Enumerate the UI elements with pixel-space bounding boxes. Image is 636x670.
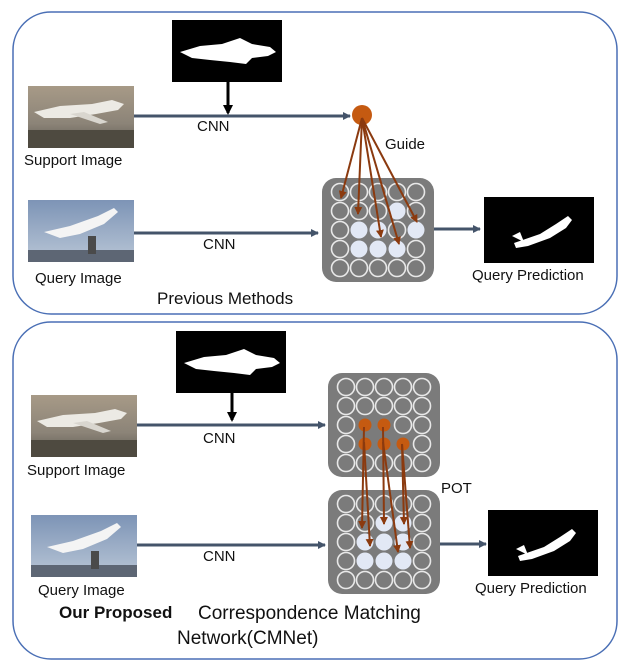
grid-node xyxy=(349,258,369,278)
grid-node xyxy=(358,418,372,432)
grid-node xyxy=(412,377,432,397)
grid-node xyxy=(336,396,356,416)
grid-node xyxy=(406,182,426,202)
grid-node xyxy=(369,240,387,258)
bottom-query-prediction-label: Query Prediction xyxy=(475,580,587,597)
grid-node xyxy=(368,258,388,278)
grid-node xyxy=(336,532,356,552)
grid-node xyxy=(336,551,356,571)
grid-node xyxy=(336,513,356,533)
grid-node xyxy=(412,453,432,473)
bottom-caption-bold: Our Proposed xyxy=(59,603,173,622)
grid-node xyxy=(412,415,432,435)
top-guide-arrows xyxy=(338,117,418,245)
grid-node xyxy=(407,221,425,239)
grid-node xyxy=(393,396,413,416)
top-cnn-support-label: CNN xyxy=(197,118,230,135)
top-guide-label: Guide xyxy=(385,136,426,153)
grid-node xyxy=(388,240,406,258)
grid-node xyxy=(350,221,368,239)
grid-node xyxy=(375,552,393,570)
pot-matching-arrows xyxy=(358,426,414,553)
grid-node xyxy=(412,551,432,571)
grid-node xyxy=(412,434,432,454)
grid-node xyxy=(374,377,394,397)
top-panel-caption: Previous Methods xyxy=(157,289,294,308)
bottom-support-mask xyxy=(176,331,286,393)
top-panel-frame xyxy=(12,11,618,315)
bottom-support-image-label: Support Image xyxy=(27,462,126,479)
grid-node xyxy=(355,570,375,590)
grid-node xyxy=(355,494,375,514)
top-feature-grid xyxy=(322,178,434,282)
grid-node xyxy=(336,415,356,435)
grid-node xyxy=(387,258,407,278)
bottom-caption-line1: Correspondence Matching xyxy=(198,603,421,624)
grid-node xyxy=(330,239,350,259)
grid-node xyxy=(375,533,393,551)
grid-node xyxy=(330,182,350,202)
grid-node xyxy=(336,494,356,514)
grid-node xyxy=(336,570,356,590)
bottom-cnn-support-label: CNN xyxy=(203,430,236,447)
top-query-prediction xyxy=(484,197,594,263)
bottom-support-image xyxy=(31,395,137,457)
grid-node xyxy=(393,570,413,590)
top-cnn-query-label: CNN xyxy=(203,236,236,253)
grid-node xyxy=(377,418,391,432)
grid-node xyxy=(412,513,432,533)
grid-node xyxy=(336,434,356,454)
top-support-mask xyxy=(172,20,282,82)
grid-node xyxy=(368,182,388,202)
top-query-prediction-label: Query Prediction xyxy=(472,267,584,284)
top-support-image xyxy=(28,86,134,148)
bottom-query-image-label: Query Image xyxy=(38,582,125,599)
grid-node xyxy=(412,396,432,416)
grid-node xyxy=(356,552,374,570)
grid-node xyxy=(393,377,413,397)
bottom-support-grid xyxy=(328,373,440,477)
top-query-image xyxy=(28,200,134,262)
grid-node xyxy=(412,570,432,590)
grid-node xyxy=(406,239,426,259)
pot-label: POT xyxy=(441,480,472,497)
bottom-query-prediction xyxy=(488,510,598,576)
bottom-query-image xyxy=(31,515,137,577)
grid-node xyxy=(374,570,394,590)
grid-node xyxy=(336,453,356,473)
grid-node xyxy=(330,201,350,221)
grid-node xyxy=(355,377,375,397)
bottom-cnn-query-label: CNN xyxy=(203,548,236,565)
grid-node xyxy=(330,258,350,278)
grid-node xyxy=(336,377,356,397)
grid-node xyxy=(388,202,406,220)
bottom-query-grid xyxy=(328,490,440,594)
top-guide-node xyxy=(352,105,372,125)
top-support-image-label: Support Image xyxy=(24,152,123,169)
grid-node xyxy=(355,513,375,533)
top-query-image-label: Query Image xyxy=(35,270,122,287)
bottom-panel-frame xyxy=(12,321,618,660)
grid-node xyxy=(374,396,394,416)
grid-node xyxy=(330,220,350,240)
grid-node xyxy=(356,533,374,551)
bottom-caption-line2: Network(CMNet) xyxy=(177,628,319,649)
grid-node xyxy=(350,240,368,258)
grid-node xyxy=(412,532,432,552)
grid-node xyxy=(355,396,375,416)
grid-node xyxy=(393,415,413,435)
grid-node xyxy=(406,258,426,278)
grid-node xyxy=(412,494,432,514)
grid-node xyxy=(394,552,412,570)
